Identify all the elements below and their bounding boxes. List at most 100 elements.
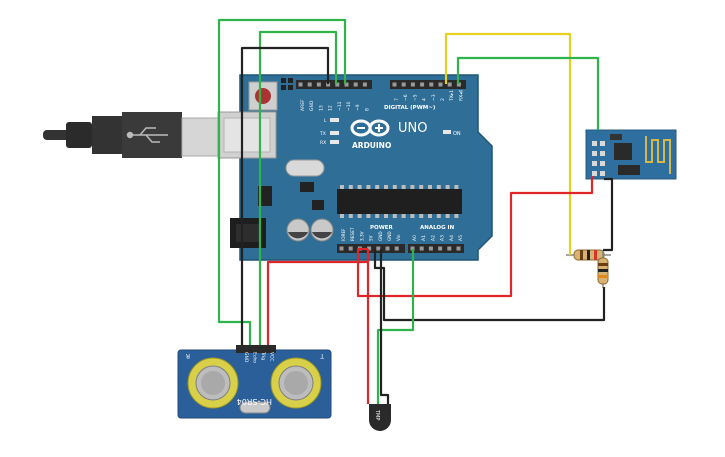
header-pin	[410, 82, 415, 87]
pin-label: IOREF	[341, 228, 346, 241]
pin-label: 12	[328, 105, 334, 111]
chip-pin	[348, 214, 353, 218]
chip-pin	[357, 185, 362, 189]
pin-label: A4	[449, 235, 455, 241]
chip-pin	[392, 185, 397, 189]
reset-button[interactable]	[248, 81, 278, 111]
board-pcb	[239, 74, 493, 261]
on-led	[443, 130, 451, 134]
tmp-label: TMP	[374, 409, 380, 420]
temperature-sensor: TMP	[369, 404, 391, 431]
pin-label: RX◂0	[458, 90, 464, 101]
pin-label: ~5	[412, 94, 418, 101]
header-pin	[410, 246, 415, 251]
header-pin	[385, 246, 390, 251]
svg-text:RX: RX	[320, 140, 326, 146]
transducer-right	[270, 357, 322, 409]
header-pin	[376, 246, 381, 251]
pin-label: ~6	[403, 94, 409, 101]
header-pin	[353, 82, 358, 87]
wire-green-a0-tmp	[376, 249, 415, 404]
analog-label: ANALOG IN	[420, 225, 455, 231]
pin-label: ~3	[431, 94, 437, 101]
pin-label: ~10	[346, 101, 352, 111]
chip-pin	[436, 185, 441, 189]
header-pin	[447, 246, 452, 251]
esp8266-wifi-module	[585, 129, 677, 180]
wire-red-5v-power	[356, 176, 594, 298]
header-pin	[298, 82, 303, 87]
header-pin	[401, 82, 406, 87]
wires	[217, 18, 614, 404]
header-pin	[326, 82, 331, 87]
chip-pin	[340, 214, 344, 218]
usb-symbol-icon	[126, 127, 168, 143]
pin-label: AREF	[300, 99, 306, 111]
analog-header	[408, 244, 464, 253]
chip-pin	[445, 185, 450, 189]
resistor-vertical	[597, 250, 609, 288]
wire-green-rx	[456, 56, 600, 130]
power-header	[337, 244, 405, 253]
chip-pin	[384, 185, 388, 189]
chip-pin	[454, 185, 459, 189]
pin-label: 13	[318, 105, 324, 111]
header-pin	[447, 82, 452, 87]
pin-label: RESET	[350, 227, 355, 241]
pin-label: A1	[421, 235, 427, 241]
header-pin	[348, 246, 353, 251]
chip-pin	[375, 214, 380, 218]
sensor-name-text: HC-SR04	[237, 397, 272, 406]
wire-green-trig-to-pin12	[217, 18, 347, 345]
pin-label: ~11	[337, 101, 343, 111]
header-pin	[429, 82, 434, 87]
pin-label: A2	[430, 235, 436, 241]
pin-label: 4	[422, 98, 428, 101]
chip-pin	[366, 185, 371, 189]
sensor-corner-label-right: T	[320, 352, 325, 359]
arduino-logo-text: ARDUINO	[352, 141, 391, 150]
pin-label: GND	[378, 231, 383, 241]
voltage-regulator	[258, 186, 272, 206]
chip-pin	[419, 185, 424, 189]
sensor-pin-label: VCC	[269, 352, 275, 361]
sensor-pin-label: Echo	[252, 352, 258, 363]
header-pin	[392, 82, 397, 87]
crystal	[285, 159, 325, 177]
header-pin	[307, 82, 312, 87]
chip-pin	[445, 214, 450, 218]
chip-pin	[348, 185, 353, 189]
wire-red-vcc-sensor	[266, 249, 370, 345]
chip-pin	[436, 214, 441, 218]
pin-label: 8	[364, 108, 370, 111]
header-pin	[456, 82, 461, 87]
wire-black-esp-to-resistor	[603, 177, 614, 252]
capacitor	[286, 218, 310, 242]
header-pin	[335, 82, 340, 87]
chip-pin	[401, 185, 406, 189]
pin-label: GND	[309, 100, 315, 111]
pin-label: A3	[440, 235, 446, 241]
chip-pin	[384, 214, 388, 218]
header-pin	[362, 82, 367, 87]
sensor-pin-label: Trig	[260, 351, 266, 360]
chip-pin	[410, 214, 415, 218]
sensor-pin-label: GND	[243, 352, 249, 363]
sensor-crystal	[239, 401, 271, 414]
transducer-left	[187, 357, 239, 409]
header-pin	[419, 246, 424, 251]
header-pin	[438, 246, 443, 251]
pin-label: A5	[458, 235, 464, 241]
chip-pin	[392, 214, 397, 218]
pin-label: 7	[394, 98, 400, 101]
pin-label: A0	[412, 235, 418, 241]
chip-pin	[454, 214, 459, 218]
wire-green-echo-to-pin13	[258, 30, 338, 345]
